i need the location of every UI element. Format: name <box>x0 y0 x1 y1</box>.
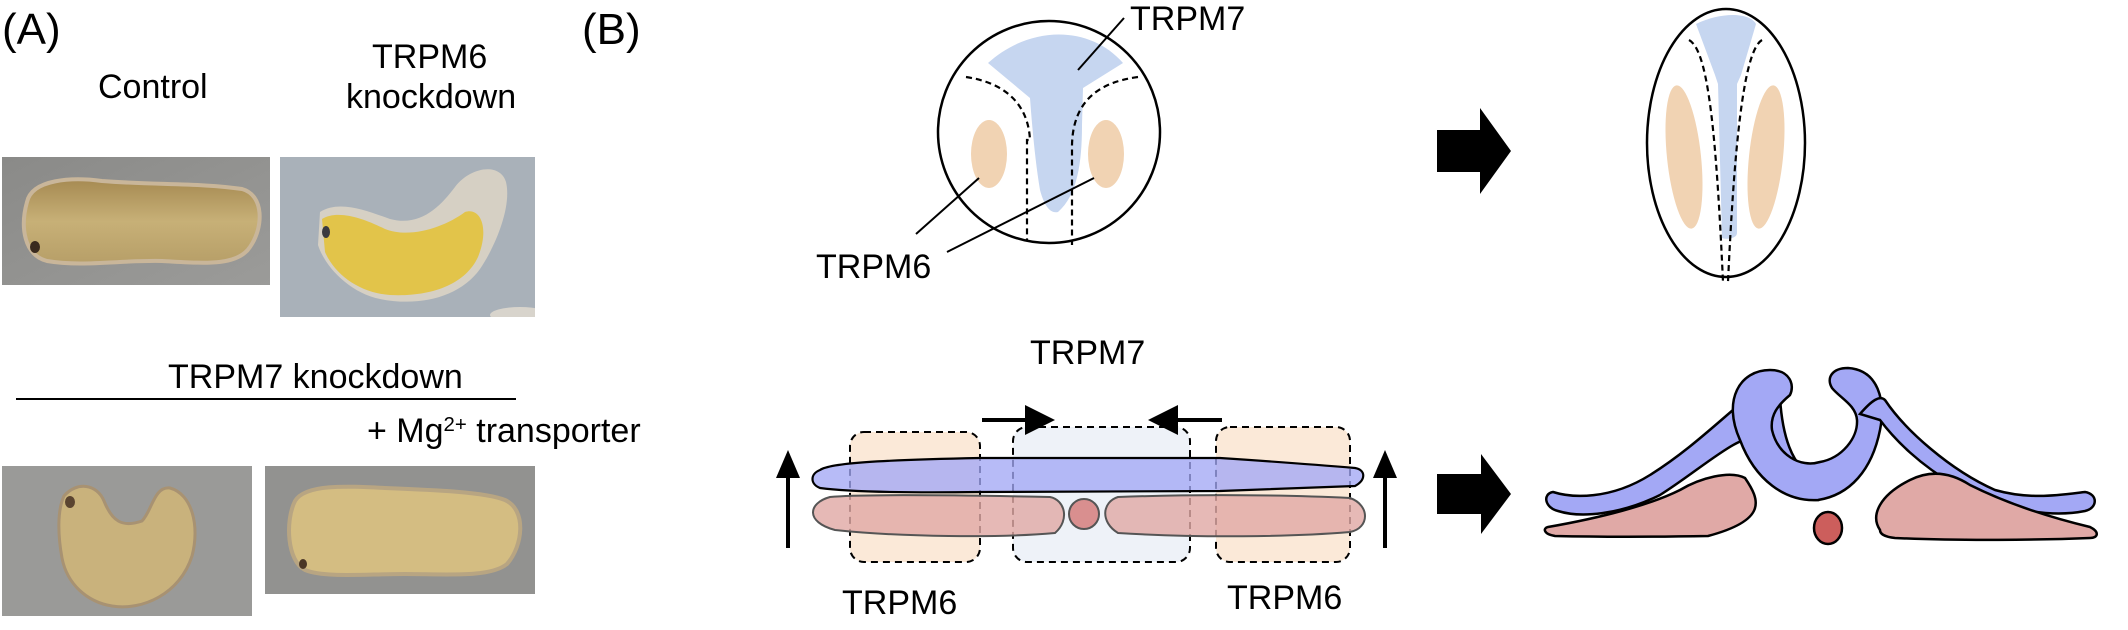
trpm7-region-box <box>1012 426 1191 563</box>
trpm7-knockdown-group-label: TRPM7 knockdown <box>168 358 463 396</box>
transition-arrow-top-icon <box>1437 108 1511 194</box>
neural-plate-early-diagram <box>915 17 1162 253</box>
trpm7-expression-domain-late <box>1696 15 1756 239</box>
neural-tube-ring <box>1731 366 1884 502</box>
convergence-arrow-right-icon <box>982 405 1055 435</box>
photo-trpm7-knockdown-embryo <box>2 466 252 616</box>
neural-fold-boundary-left-late <box>1688 39 1725 283</box>
photo-mg-transporter-rescue-embryo <box>265 466 535 594</box>
mesoderm-right <box>1104 494 1366 538</box>
embryo-outline-circle <box>936 19 1162 245</box>
mg-transporter-label-suffix: transporter <box>466 412 641 450</box>
neural-plate-late-diagram <box>1645 7 1807 283</box>
neural-fold-boundary-right-late <box>1726 39 1763 283</box>
upward-arrow-right-icon <box>1373 450 1397 548</box>
convergence-arrow-left-icon <box>1148 405 1222 435</box>
photo-control-embryo <box>2 157 270 285</box>
trpm6-expression-left-late <box>1665 85 1703 229</box>
trpm6-label-bottom-left: TRPM6 <box>842 584 958 622</box>
trpm6-expression-left <box>971 120 1007 188</box>
notochord-late <box>1812 510 1844 546</box>
panel-a-letter: (A) <box>2 5 61 54</box>
neural-fold-boundary-right <box>1070 75 1139 245</box>
group-divider-line <box>16 398 516 400</box>
trpm6-label-bottom-right: TRPM6 <box>1227 579 1343 617</box>
trpm7-label-bottom: TRPM7 <box>1030 334 1146 372</box>
control-label: Control <box>98 68 208 106</box>
trpm6-label-top: TRPM6 <box>816 248 932 286</box>
trpm7-expression-domain <box>988 34 1123 213</box>
trpm7-label-top: TRPM7 <box>1130 0 1246 38</box>
somite-mesoderm-right <box>1875 472 2098 542</box>
neural-plate-layer <box>811 456 1365 494</box>
mesoderm-left <box>812 494 1065 538</box>
trpm6-knockdown-label-line1: TRPM6 <box>372 38 488 76</box>
embryo-outline-oval <box>1645 7 1807 279</box>
cross-section-late-diagram <box>1543 366 2098 546</box>
somite-mesoderm-left <box>1543 473 1757 538</box>
panel-b-letter: (B) <box>582 5 641 54</box>
cross-section-early-diagram <box>776 405 1397 563</box>
trpm6-expression-right <box>1088 120 1124 188</box>
upward-arrow-left-icon <box>776 450 800 548</box>
neural-fold-boundary-left <box>965 75 1032 240</box>
trpm6-expression-right-late <box>1747 85 1785 229</box>
notochord-early <box>1068 498 1100 530</box>
photo-trpm6-knockdown-embryo <box>280 157 535 317</box>
mg-transporter-label-charge: 2+ <box>443 413 467 436</box>
transition-arrow-bottom-icon <box>1437 454 1511 534</box>
trpm7-leader-line <box>1077 17 1125 71</box>
mg-transporter-label: + Mg2+ transporter <box>367 414 641 448</box>
trpm6-knockdown-label-line2: knockdown <box>346 78 517 116</box>
trpm6-leader-line-right <box>946 177 1095 253</box>
trpm6-leader-line-left <box>915 177 980 235</box>
mg-transporter-label-prefix: + Mg <box>367 412 444 450</box>
